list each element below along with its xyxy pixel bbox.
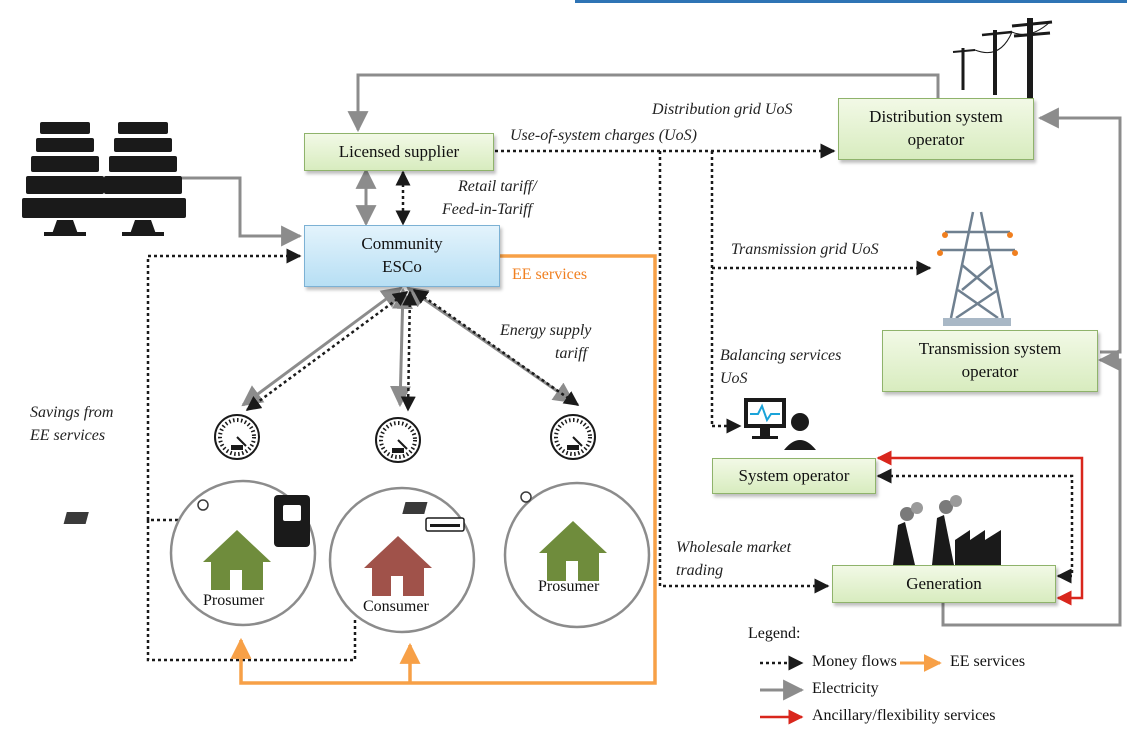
community-esco-box: Community ESCo [304, 225, 500, 287]
savings-label-line2: EE services [30, 427, 106, 444]
meter-icon [550, 414, 596, 460]
wholesale-label-line2: trading [676, 562, 724, 579]
system-operator-label: System operator [738, 465, 850, 485]
wholesale-label-line1: Wholesale market [676, 539, 792, 556]
ee-service-flows [230, 254, 657, 685]
retail-tariff-label-line2: Feed-in-Tariff [442, 201, 533, 218]
licensed-supplier-label: Licensed supplier [338, 141, 460, 161]
solar-panel-icon [22, 122, 186, 236]
operator-monitor-icon [744, 398, 816, 450]
consumer-label: Consumer [363, 598, 429, 615]
household-prosumer-left [63, 479, 317, 627]
transmission-tower-icon [937, 211, 1018, 326]
legend-ee-services: EE services [950, 653, 1026, 670]
tso-label-line2: operator [961, 362, 1019, 381]
system-operator-box: System operator [712, 458, 876, 494]
ee-services-label: EE services [512, 266, 588, 283]
meter-icon [214, 414, 260, 460]
prosumer-right-label: Prosumer [538, 578, 600, 595]
legend-title: Legend: [748, 625, 801, 642]
dso-label-line2: operator [907, 130, 965, 149]
transmission-system-operator-box: Transmission system operator [882, 330, 1098, 392]
savings-label-line1: Savings from [30, 404, 114, 421]
legend-ancillary: Ancillary/flexibility services [812, 707, 996, 724]
household-prosumer-right [402, 481, 651, 629]
distribution-system-operator-box: Distribution system operator [838, 98, 1034, 160]
dso-label-line1: Distribution system [869, 107, 1003, 127]
generation-label: Generation [906, 573, 982, 593]
licensed-supplier-box: Licensed supplier [304, 133, 494, 171]
use-of-system-label: Use-of-system charges (UoS) [510, 127, 697, 144]
legend-electricity: Electricity [812, 680, 879, 697]
meter-icon [375, 417, 421, 463]
tso-label-line1: Transmission system [918, 339, 1062, 359]
distribution-uos-label: Distribution grid UoS [652, 101, 793, 118]
energy-supply-label-line2: tariff [555, 345, 588, 362]
transmission-uos-label: Transmission grid UoS [731, 241, 879, 258]
retail-tariff-label-line1: Retail tariff/ [458, 178, 537, 195]
esco-label-line2: ESCo [382, 257, 422, 276]
balancing-label-line1: Balancing services [720, 347, 842, 364]
power-pole-icon [952, 18, 1053, 115]
esco-label-line1: Community [361, 234, 443, 254]
balancing-label-line2: UoS [720, 370, 748, 387]
generation-box: Generation [832, 565, 1056, 603]
header-rule [575, 0, 1127, 3]
legend-money-flows: Money flows [812, 653, 897, 670]
energy-supply-label-line1: Energy supply [500, 322, 592, 339]
household-consumer [328, 486, 476, 634]
ancillary-flows [876, 450, 1084, 606]
prosumer-left-label: Prosumer [203, 592, 265, 609]
power-plant-icon [893, 495, 1001, 565]
legend-swatches [760, 654, 942, 725]
